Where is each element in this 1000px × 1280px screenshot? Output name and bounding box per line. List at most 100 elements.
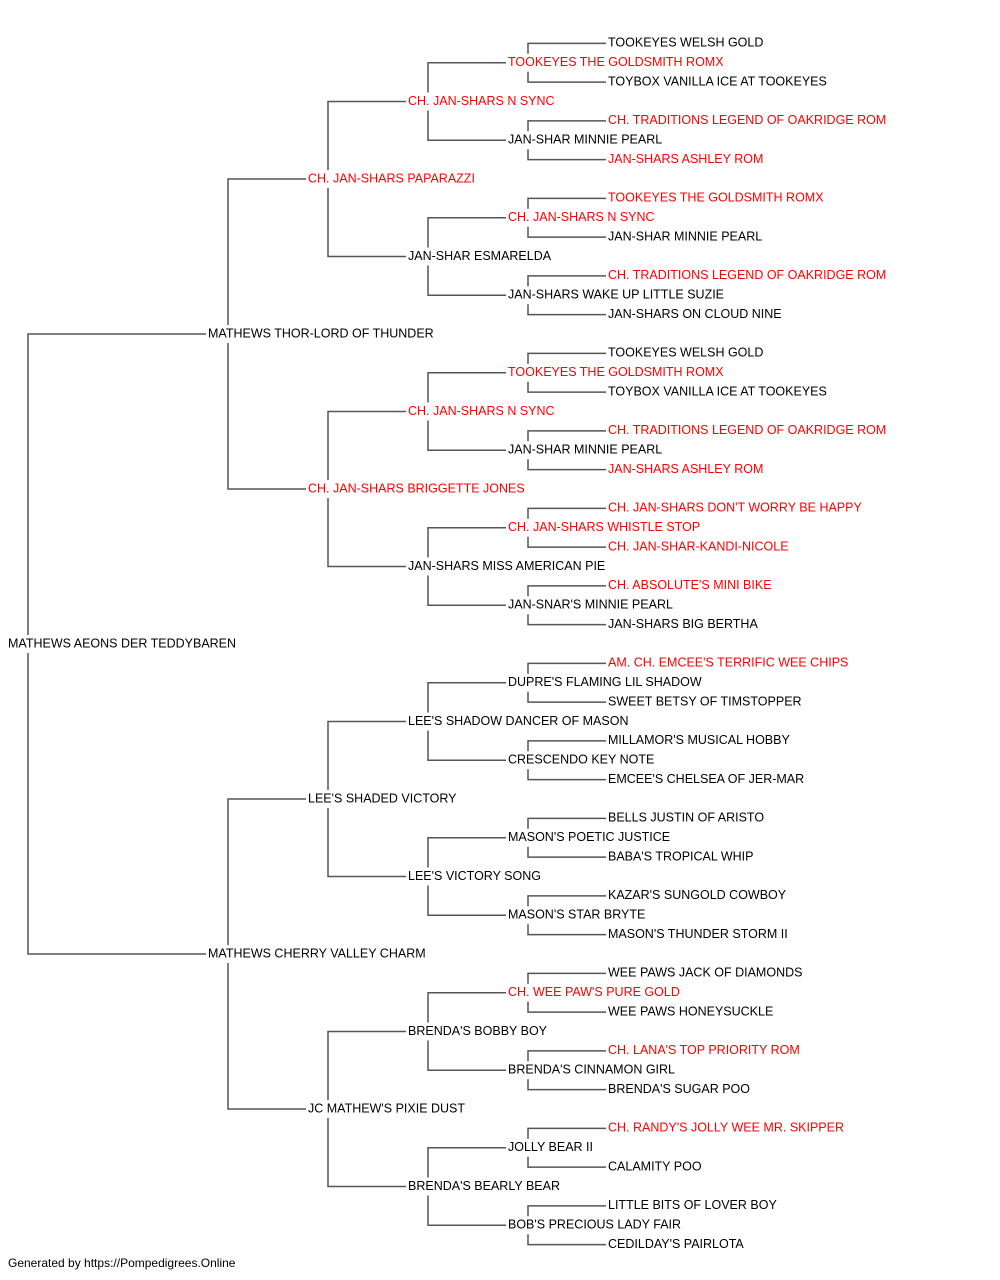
dog-dam-dam-sire-link — [327, 1030, 406, 1100]
dog-dam-sire-dam-dam-sire-link — [527, 895, 606, 907]
dog-sire-dam-sire: CH. JAN-SHARS N SYNC — [408, 404, 555, 418]
dog-dam-dam-dam-sire-sire: CH. RANDY'S JOLLY WEE MR. SKIPPER — [608, 1121, 844, 1135]
dog-sire-sire-sire-sire-dam-link — [527, 71, 606, 83]
dog-sire-dam-sire-dam-dam-link — [527, 459, 606, 471]
dog-sire-sire-dam-dam-link — [427, 265, 506, 296]
dog-sire-dam-dam-dam-sire-link — [527, 585, 606, 597]
dog-dam-dam: JC MATHEW'S PIXIE DUST — [308, 1101, 465, 1115]
dog-sire-dam-dam-dam-dam: JAN-SHARS BIG BERTHA — [608, 617, 758, 631]
dog-sire-dam-sire-sire-link — [427, 372, 506, 403]
dog-sire-sire-dam-dam: JAN-SHARS WAKE UP LITTLE SUZIE — [508, 288, 724, 302]
dog-sire-sire-link — [227, 178, 306, 325]
dog-sire-dam-dam-link — [327, 498, 406, 568]
dog-sire-dam-sire-dam-link — [427, 420, 506, 451]
dog-dam-sire-dam-dam-sire: KAZAR'S SUNGOLD COWBOY — [608, 888, 787, 902]
dog-dam-dam-dam-sire-sire-link — [527, 1127, 606, 1139]
dog-sire-dam-sire-sire-sire: TOOKEYES WELSH GOLD — [608, 346, 763, 360]
dog-dam-sire-link — [227, 798, 306, 945]
dog-dam: MATHEWS CHERRY VALLEY CHARM — [208, 946, 426, 960]
dog-dam-sire-sire-sire-sire-link — [527, 662, 606, 674]
dog-dam-sire-dam-sire-dam: BABA'S TROPICAL WHIP — [608, 849, 753, 863]
dog-dam-dam-sire: BRENDA'S BOBBY BOY — [408, 1024, 548, 1038]
dog-dam-dam-dam-dam-sire-link — [527, 1205, 606, 1217]
dog-sire-sire-sire-dam-sire: CH. TRADITIONS LEGEND OF OAKRIDGE ROM — [608, 113, 886, 127]
dog-sire-dam-sire-dam-dam: JAN-SHARS ASHLEY ROM — [608, 462, 763, 476]
dog-sire-sire-dam-sire-sire: TOOKEYES THE GOLDSMITH ROMX — [608, 191, 824, 205]
dog-sire-dam-sire-sire-dam-link — [527, 381, 606, 393]
dog-sire-sire-sire: CH. JAN-SHARS N SYNC — [408, 94, 555, 108]
dog-dam-sire-sire-dam-link — [427, 730, 506, 761]
dog-sire-sire-sire-dam-dam: JAN-SHARS ASHLEY ROM — [608, 152, 763, 166]
dog-sire-link — [27, 333, 206, 635]
dog-sire-dam-dam-dam-link — [427, 575, 506, 606]
dog-sire-dam-dam-sire-sire: CH. JAN-SHARS DON'T WORRY BE HAPPY — [608, 501, 862, 515]
dog-dam-dam-sire-sire-sire-link — [527, 972, 606, 984]
dog-dam-sire-sire-sire-sire: AM. CH. EMCEE'S TERRIFIC WEE CHIPS — [608, 656, 848, 670]
dog-sire-sire-sire-dam-sire-link — [527, 120, 606, 132]
dog-sire-dam-link — [227, 343, 306, 490]
dog-dam-sire-sire: LEE'S SHADOW DANCER OF MASON — [408, 714, 628, 728]
dog-sire-dam: CH. JAN-SHARS BRIGGETTE JONES — [308, 481, 525, 495]
dog-sire-dam-sire-sire: TOOKEYES THE GOLDSMITH ROMX — [508, 365, 724, 379]
dog-sire-dam-sire-dam-sire-link — [527, 430, 606, 442]
dog-dam-dam-sire-sire-dam: WEE PAWS HONEYSUCKLE — [608, 1004, 773, 1018]
dog-dam-sire-sire-dam-dam-link — [527, 769, 606, 781]
dog-sire-dam-sire-dam-sire: CH. TRADITIONS LEGEND OF OAKRIDGE ROM — [608, 423, 886, 437]
dog-sire-dam-dam-sire: CH. JAN-SHARS WHISTLE STOP — [508, 520, 700, 534]
dog-sire-sire-dam-sire-sire-link — [527, 197, 606, 209]
dog-dam-dam-dam-dam-dam: CEDILDAY'S PAIRLOTA — [608, 1237, 744, 1251]
dog-sire-sire-dam-sire-link — [427, 217, 506, 248]
dog-sire-sire-dam-dam-dam-link — [527, 304, 606, 316]
dog-sire-dam-dam-dam: JAN-SNAR'S MINNIE PEARL — [508, 598, 673, 612]
dog-sire-dam-dam-sire-dam: CH. JAN-SHAR-KANDI-NICOLE — [608, 539, 789, 553]
dog-sire-sire-dam-link — [327, 188, 406, 258]
dog-dam-sire-dam-sire-link — [427, 837, 506, 868]
dog-dam-sire-dam-sire-sire: BELLS JUSTIN OF ARISTO — [608, 811, 764, 825]
dog-sire-sire-sire-link — [327, 100, 406, 170]
footer-credit: Generated by https://Pompedigrees.Online — [8, 1256, 236, 1270]
dog-sire-sire-sire-sire-link — [427, 62, 506, 93]
dog-dam-dam-sire-sire-dam-link — [527, 1001, 606, 1013]
dog-dam-dam-dam-dam-dam-link — [527, 1234, 606, 1246]
dog-dam-sire-sire-sire-dam: SWEET BETSY OF TIMSTOPPER — [608, 694, 802, 708]
dog-sire-sire-sire-sire-sire: TOOKEYES WELSH GOLD — [608, 36, 763, 50]
dog-dam-dam-sire-dam: BRENDA'S CINNAMON GIRL — [508, 1063, 675, 1077]
dog-dam-sire-sire-dam-sire: MILLAMOR'S MUSICAL HOBBY — [608, 733, 790, 747]
dog-dam-link — [27, 653, 206, 955]
dog-dam-dam-dam-link — [327, 1118, 406, 1188]
dog-dam-sire-dam-sire: MASON'S POETIC JUSTICE — [508, 830, 670, 844]
dog-dam-sire-dam-sire-sire-link — [527, 817, 606, 829]
dog-dam-sire-dam-dam-link — [427, 885, 506, 916]
dog-sire-dam-sire-dam: JAN-SHAR MINNIE PEARL — [508, 443, 662, 457]
dog-dam-sire-dam-dam-dam-link — [527, 924, 606, 936]
dog-dam-dam-dam-sire-link — [427, 1147, 506, 1178]
dog-dam-dam-dam-dam-link — [427, 1195, 506, 1226]
dog-sire-dam-dam-sire-dam-link — [527, 536, 606, 548]
dog-dam-sire: LEE'S SHADED VICTORY — [308, 791, 457, 805]
dog-sire-sire-sire-dam: JAN-SHAR MINNIE PEARL — [508, 133, 662, 147]
dog-dam-dam-sire-dam-dam: BRENDA'S SUGAR POO — [608, 1082, 750, 1096]
dog-dam-sire-dam-dam-dam: MASON'S THUNDER STORM II — [608, 927, 788, 941]
dog-sire-dam-dam-dam-sire: CH. ABSOLUTE'S MINI BIKE — [608, 578, 772, 592]
dog-sire-sire-dam-dam-dam: JAN-SHARS ON CLOUD NINE — [608, 307, 782, 321]
dog-dam-dam-sire-dam-sire-link — [527, 1050, 606, 1062]
dog-sire-sire-sire-sire-sire-link — [527, 42, 606, 54]
dog-dam-dam-sire-sire-sire: WEE PAWS JACK OF DIAMONDS — [608, 966, 802, 980]
dog-sire-dam-dam-sire-sire-link — [527, 507, 606, 519]
dog-dam-dam-dam-sire: JOLLY BEAR II — [508, 1140, 593, 1154]
dog: MATHEWS AEONS DER TEDDYBAREN — [8, 636, 236, 650]
dog-sire-sire-dam-sire-dam: JAN-SHAR MINNIE PEARL — [608, 229, 762, 243]
dog-dam-sire-sire-link — [327, 720, 406, 790]
dog-dam-sire-sire-sire: DUPRE'S FLAMING LIL SHADOW — [508, 675, 702, 689]
dog-sire-dam-dam-sire-link — [427, 527, 506, 558]
dog-sire-dam-sire-sire-sire-link — [527, 352, 606, 364]
dog-sire-sire-dam: JAN-SHAR ESMARELDA — [408, 249, 552, 263]
dog-dam-sire-dam: LEE'S VICTORY SONG — [408, 869, 541, 883]
dog-dam-dam-sire-dam-sire: CH. LANA'S TOP PRIORITY ROM — [608, 1043, 800, 1057]
dog-sire-dam-sire-link — [327, 410, 406, 480]
pedigree-links — [27, 42, 606, 1246]
dog-dam-sire-dam-link — [327, 808, 406, 878]
dog-dam-dam-dam-dam-sire: LITTLE BITS OF LOVER BOY — [608, 1198, 777, 1212]
